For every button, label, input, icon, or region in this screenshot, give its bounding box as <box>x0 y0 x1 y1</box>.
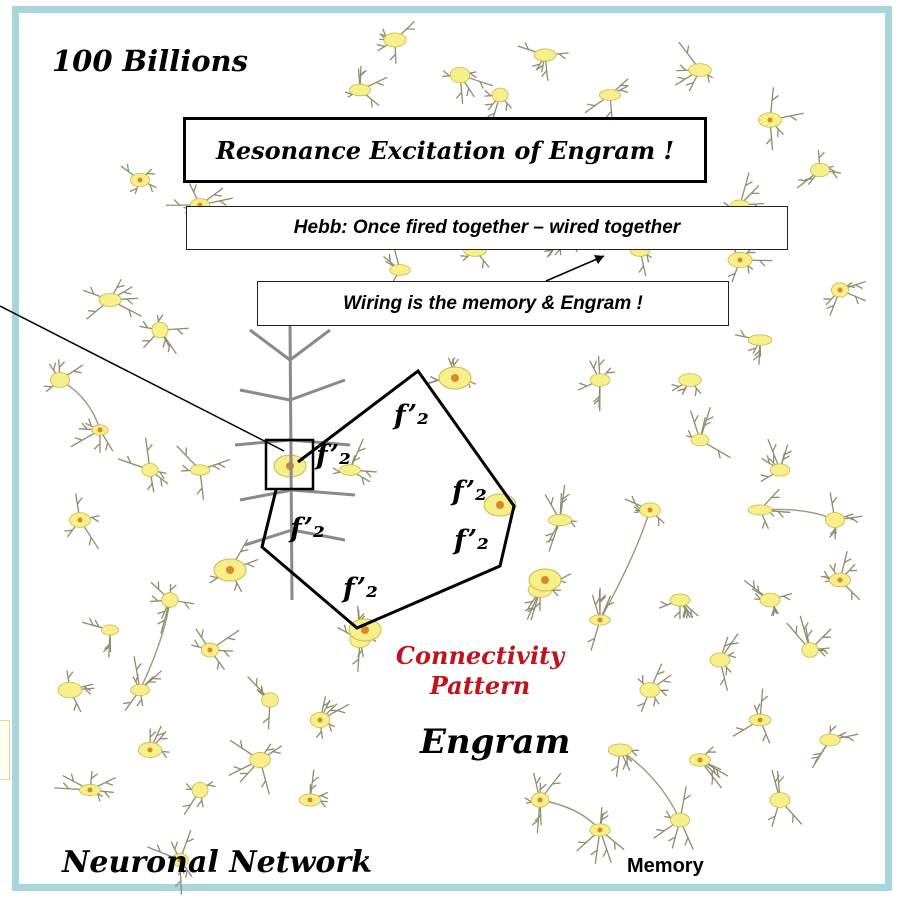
f-label: f’₂ <box>452 476 487 507</box>
edge-note-box <box>0 720 10 780</box>
neuron <box>147 829 195 895</box>
neuron <box>139 314 189 355</box>
neuron <box>82 617 119 658</box>
neuron <box>309 696 350 739</box>
f-label: f’₂ <box>454 525 489 556</box>
engram-nucleus <box>541 576 549 584</box>
neuron <box>820 551 861 601</box>
neuron <box>747 488 791 529</box>
neuron <box>247 676 279 730</box>
selected-neuron-box <box>264 438 315 491</box>
neuron <box>584 78 629 123</box>
neuron <box>43 359 84 393</box>
engram-nucleus <box>361 626 369 634</box>
neuron <box>442 66 494 104</box>
neuron <box>637 663 672 713</box>
neuron <box>811 725 859 769</box>
pointer-line <box>0 305 285 452</box>
engram-nucleus <box>451 374 459 382</box>
neuron <box>376 20 415 64</box>
neuron <box>149 581 195 634</box>
memory-label: Memory <box>627 855 704 877</box>
neuron <box>671 373 702 397</box>
resonance-box: Resonance Excitation of Engram ! <box>183 117 707 183</box>
neuron <box>760 438 792 483</box>
neuron <box>576 807 625 864</box>
neuron <box>228 739 283 795</box>
neuron <box>723 172 765 211</box>
neuronal-network-label: Neuronal Network <box>62 845 373 880</box>
neuron <box>117 437 169 493</box>
neuron-count-title: 100 Billions <box>52 44 248 78</box>
neuron <box>298 769 329 808</box>
neuron <box>658 593 699 620</box>
neuron <box>64 493 100 550</box>
wiring-box: Wiring is the memory & Engram ! <box>257 281 729 326</box>
engram-nucleus <box>226 566 234 574</box>
neuron <box>767 769 803 828</box>
neuron <box>674 41 714 92</box>
neuron <box>786 615 832 658</box>
engram-label: Engram <box>420 722 571 762</box>
neuron <box>176 445 231 500</box>
neuron <box>577 355 615 412</box>
engram-polygon <box>260 368 516 630</box>
neuron <box>120 163 157 195</box>
neuron <box>332 438 377 485</box>
neuron <box>137 725 170 759</box>
neuron <box>344 66 388 108</box>
f-label: f’₂ <box>343 573 378 604</box>
neuron <box>83 278 142 320</box>
neuron <box>796 150 841 189</box>
neuron <box>825 492 863 540</box>
neuron <box>732 688 772 744</box>
f-label: f’₂ <box>290 513 325 544</box>
neuron <box>544 484 577 552</box>
dendrite-tree <box>234 319 356 601</box>
neuron <box>517 42 569 81</box>
neuron <box>823 280 866 316</box>
neuron <box>182 780 216 816</box>
neuron <box>689 746 729 789</box>
arrow-head <box>594 255 604 264</box>
neuron <box>57 670 95 713</box>
f-label: f’₂ <box>394 400 429 431</box>
neuron <box>524 772 562 834</box>
neuron <box>734 329 773 365</box>
pattern-line: Pattern <box>429 671 531 700</box>
engram-nucleus <box>496 501 504 509</box>
neuron <box>758 87 804 151</box>
neuron <box>743 579 793 617</box>
neuron <box>653 786 694 850</box>
neuron <box>624 495 665 527</box>
connectivity-line: Connectivity <box>395 641 565 670</box>
arrow-line <box>545 255 605 282</box>
connectivity-pattern-label: Connectivity Pattern <box>370 641 590 701</box>
neuron <box>686 406 731 459</box>
f-label: f’₂ <box>316 440 351 471</box>
hebb-box: Hebb: Once fired together – wired togeth… <box>186 206 788 250</box>
neuron <box>123 656 163 711</box>
neuron <box>587 587 614 651</box>
neuron <box>709 633 739 691</box>
neuron <box>54 770 116 802</box>
neuron <box>484 87 513 126</box>
neuron <box>191 628 240 671</box>
neuron <box>607 743 640 777</box>
neuron <box>70 418 114 453</box>
